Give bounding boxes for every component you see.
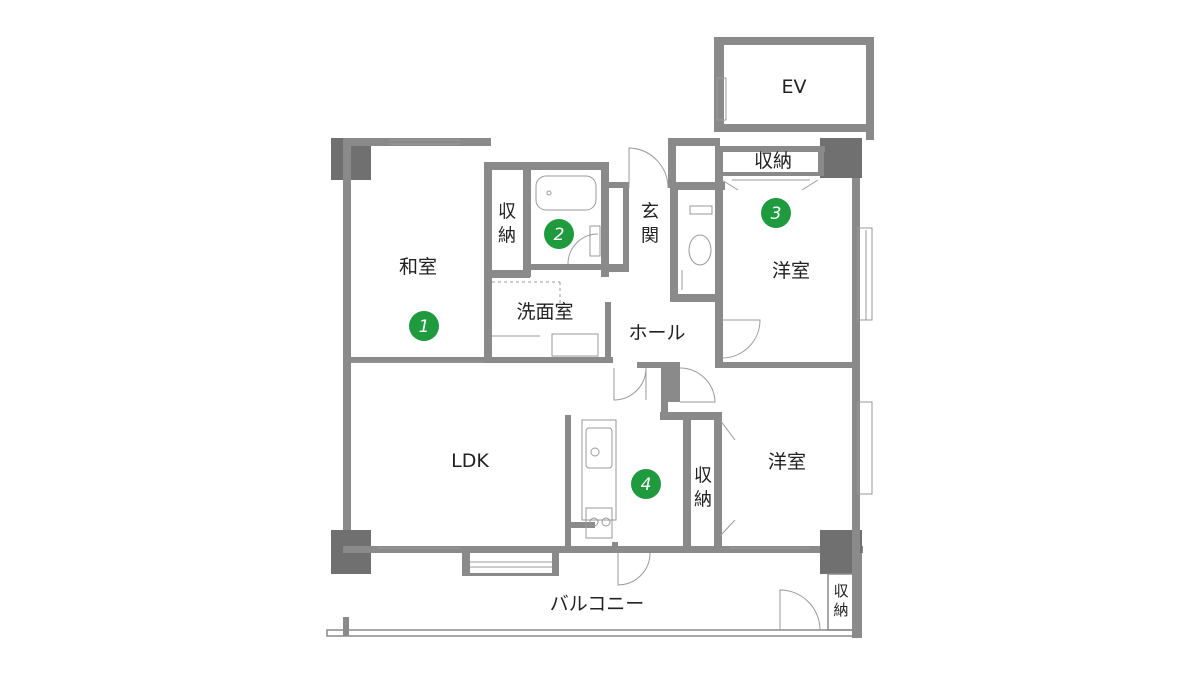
storage-middle-char-1: 収 [694,466,712,487]
storage-left-char-2: 納 [498,226,516,247]
storage-left-char-1: 収 [498,202,516,223]
room-label-hall: ホール [628,322,685,344]
storage-balcony-char-1: 収 [833,582,848,600]
interior-walls [343,138,860,552]
marker-1-circle [409,311,439,341]
outer-walls [326,138,863,638]
genkan-char-2: 関 [641,226,659,247]
room-label-ev: EV [781,76,806,98]
marker-3-circle [761,198,791,228]
room-label-balcony: バルコニー [550,593,645,615]
marker-1-number: 1 [419,317,430,337]
storage-balcony-char-2: 納 [833,601,848,619]
room-label-yoshitsu-bottom: 洋室 [768,451,806,473]
doors [613,147,855,631]
fixtures [351,139,873,549]
marker-1: 1 [409,311,439,341]
marker-4: 4 [631,469,661,499]
genkan-char-1: 玄 [641,202,659,223]
marker-4-number: 4 [641,475,652,495]
room-label-genkan: 玄 関 [641,202,659,247]
storage-middle-char-2: 納 [694,490,712,511]
marker-4-circle [631,469,661,499]
room-label-washitsu: 和室 [399,256,437,278]
marker-2: 2 [544,219,574,249]
marker-3-number: 3 [771,204,782,224]
room-label-yoshitsu-top: 洋室 [772,260,810,282]
room-label-washroom: 洗面室 [516,301,573,323]
room-label-storage-top: 収納 [754,150,792,172]
room-label-storage-middle: 収 納 [694,466,712,511]
room-label-storage-left: 収 納 [498,202,516,247]
marker-3: 3 [761,198,791,228]
marker-2-circle [544,219,574,249]
room-label-storage-balcony: 収 納 [833,582,848,619]
marker-2-number: 2 [554,225,565,245]
elevator-shaft [714,37,874,140]
room-label-ldk: LDK [451,450,489,472]
